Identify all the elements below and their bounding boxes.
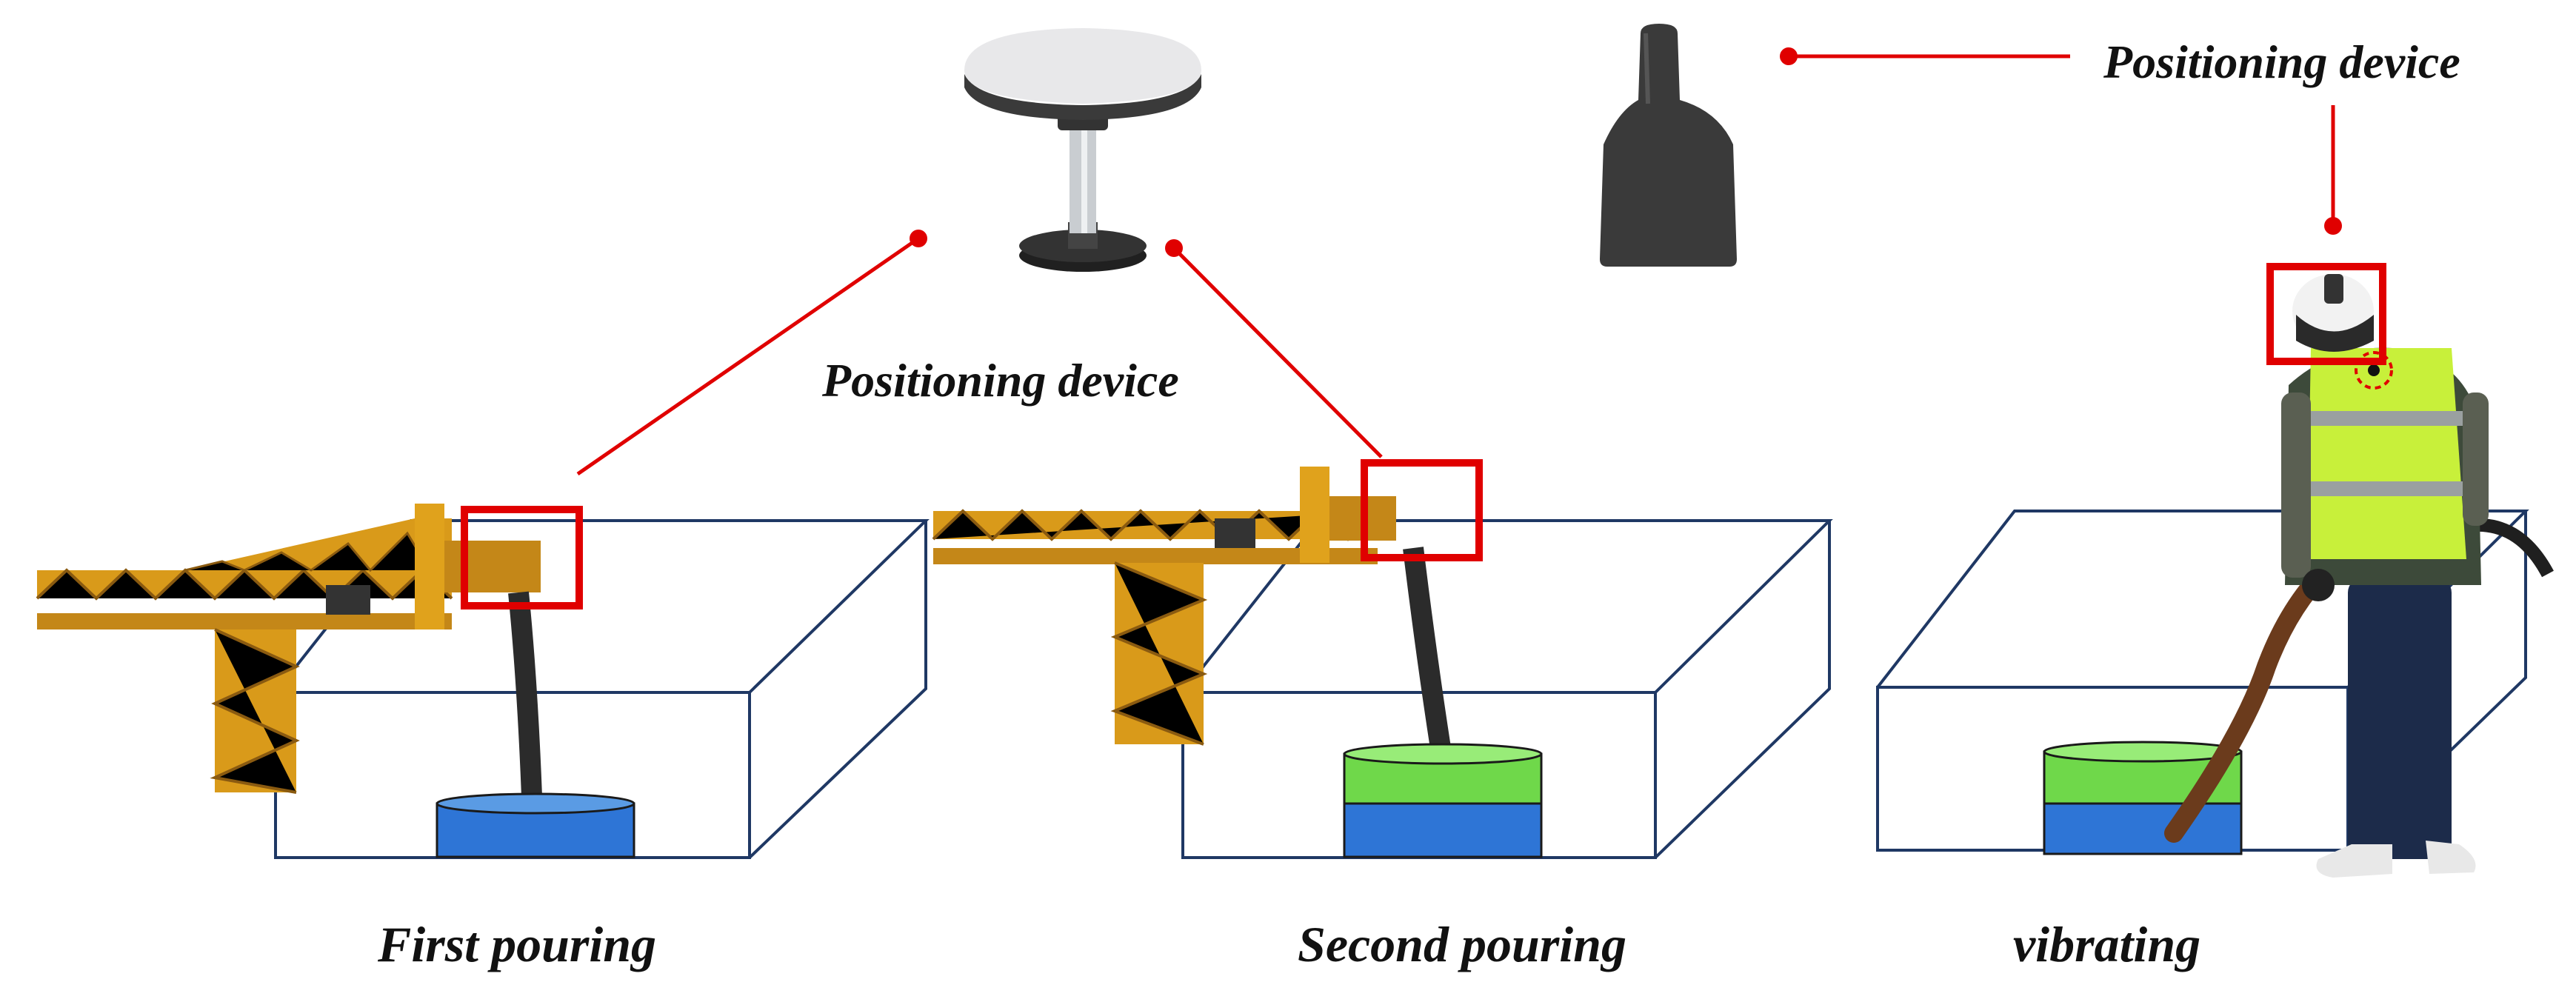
positioning-device-highlight <box>461 506 583 609</box>
callout-line-antenna-left <box>576 236 920 476</box>
positioning-device-highlight <box>1361 459 1483 561</box>
callout-line-antenna-right <box>1172 247 1383 458</box>
concrete-layer-first <box>2043 802 2243 855</box>
stage-label-vibrating: vibrating <box>2013 916 2200 972</box>
callout-dot <box>910 230 927 247</box>
callout-dots <box>910 47 2342 257</box>
positioning-device-highlight <box>2266 263 2386 365</box>
concrete-layer-first <box>1343 802 1543 858</box>
callout-dot <box>1165 239 1183 257</box>
vibrator-poker <box>2164 561 2335 843</box>
formwork-box <box>1181 519 1833 859</box>
callout-dot <box>2324 217 2342 235</box>
pouring-hose <box>1403 547 1451 750</box>
label-positioning-device-center: Positioning device <box>821 354 1179 407</box>
callout-dot <box>1780 47 1798 65</box>
tower-crane-icon <box>36 504 541 794</box>
tower-crane-icon <box>932 467 1396 746</box>
stage-label-first-pouring: First pouring <box>377 916 656 972</box>
concrete-layer-second <box>1343 743 1543 805</box>
label-positioning-device-right: Positioning device <box>2103 36 2460 88</box>
scene-vibrating: vibrating <box>1876 263 2554 972</box>
gnss-antenna-icon <box>964 28 1201 272</box>
construction-worker-icon <box>2164 274 2554 878</box>
concrete-layer-first <box>436 792 635 858</box>
pouring-hose <box>508 591 542 797</box>
stage-label-second-pouring: Second pouring <box>1298 916 1626 972</box>
positioning-device-marker <box>2355 351 2393 390</box>
scene-first-pouring: First pouring <box>36 504 930 972</box>
callout-lines <box>576 54 2335 476</box>
scene-second-pouring: Second pouring <box>932 459 1833 972</box>
helmet-positioning-device-icon <box>1600 24 1737 267</box>
